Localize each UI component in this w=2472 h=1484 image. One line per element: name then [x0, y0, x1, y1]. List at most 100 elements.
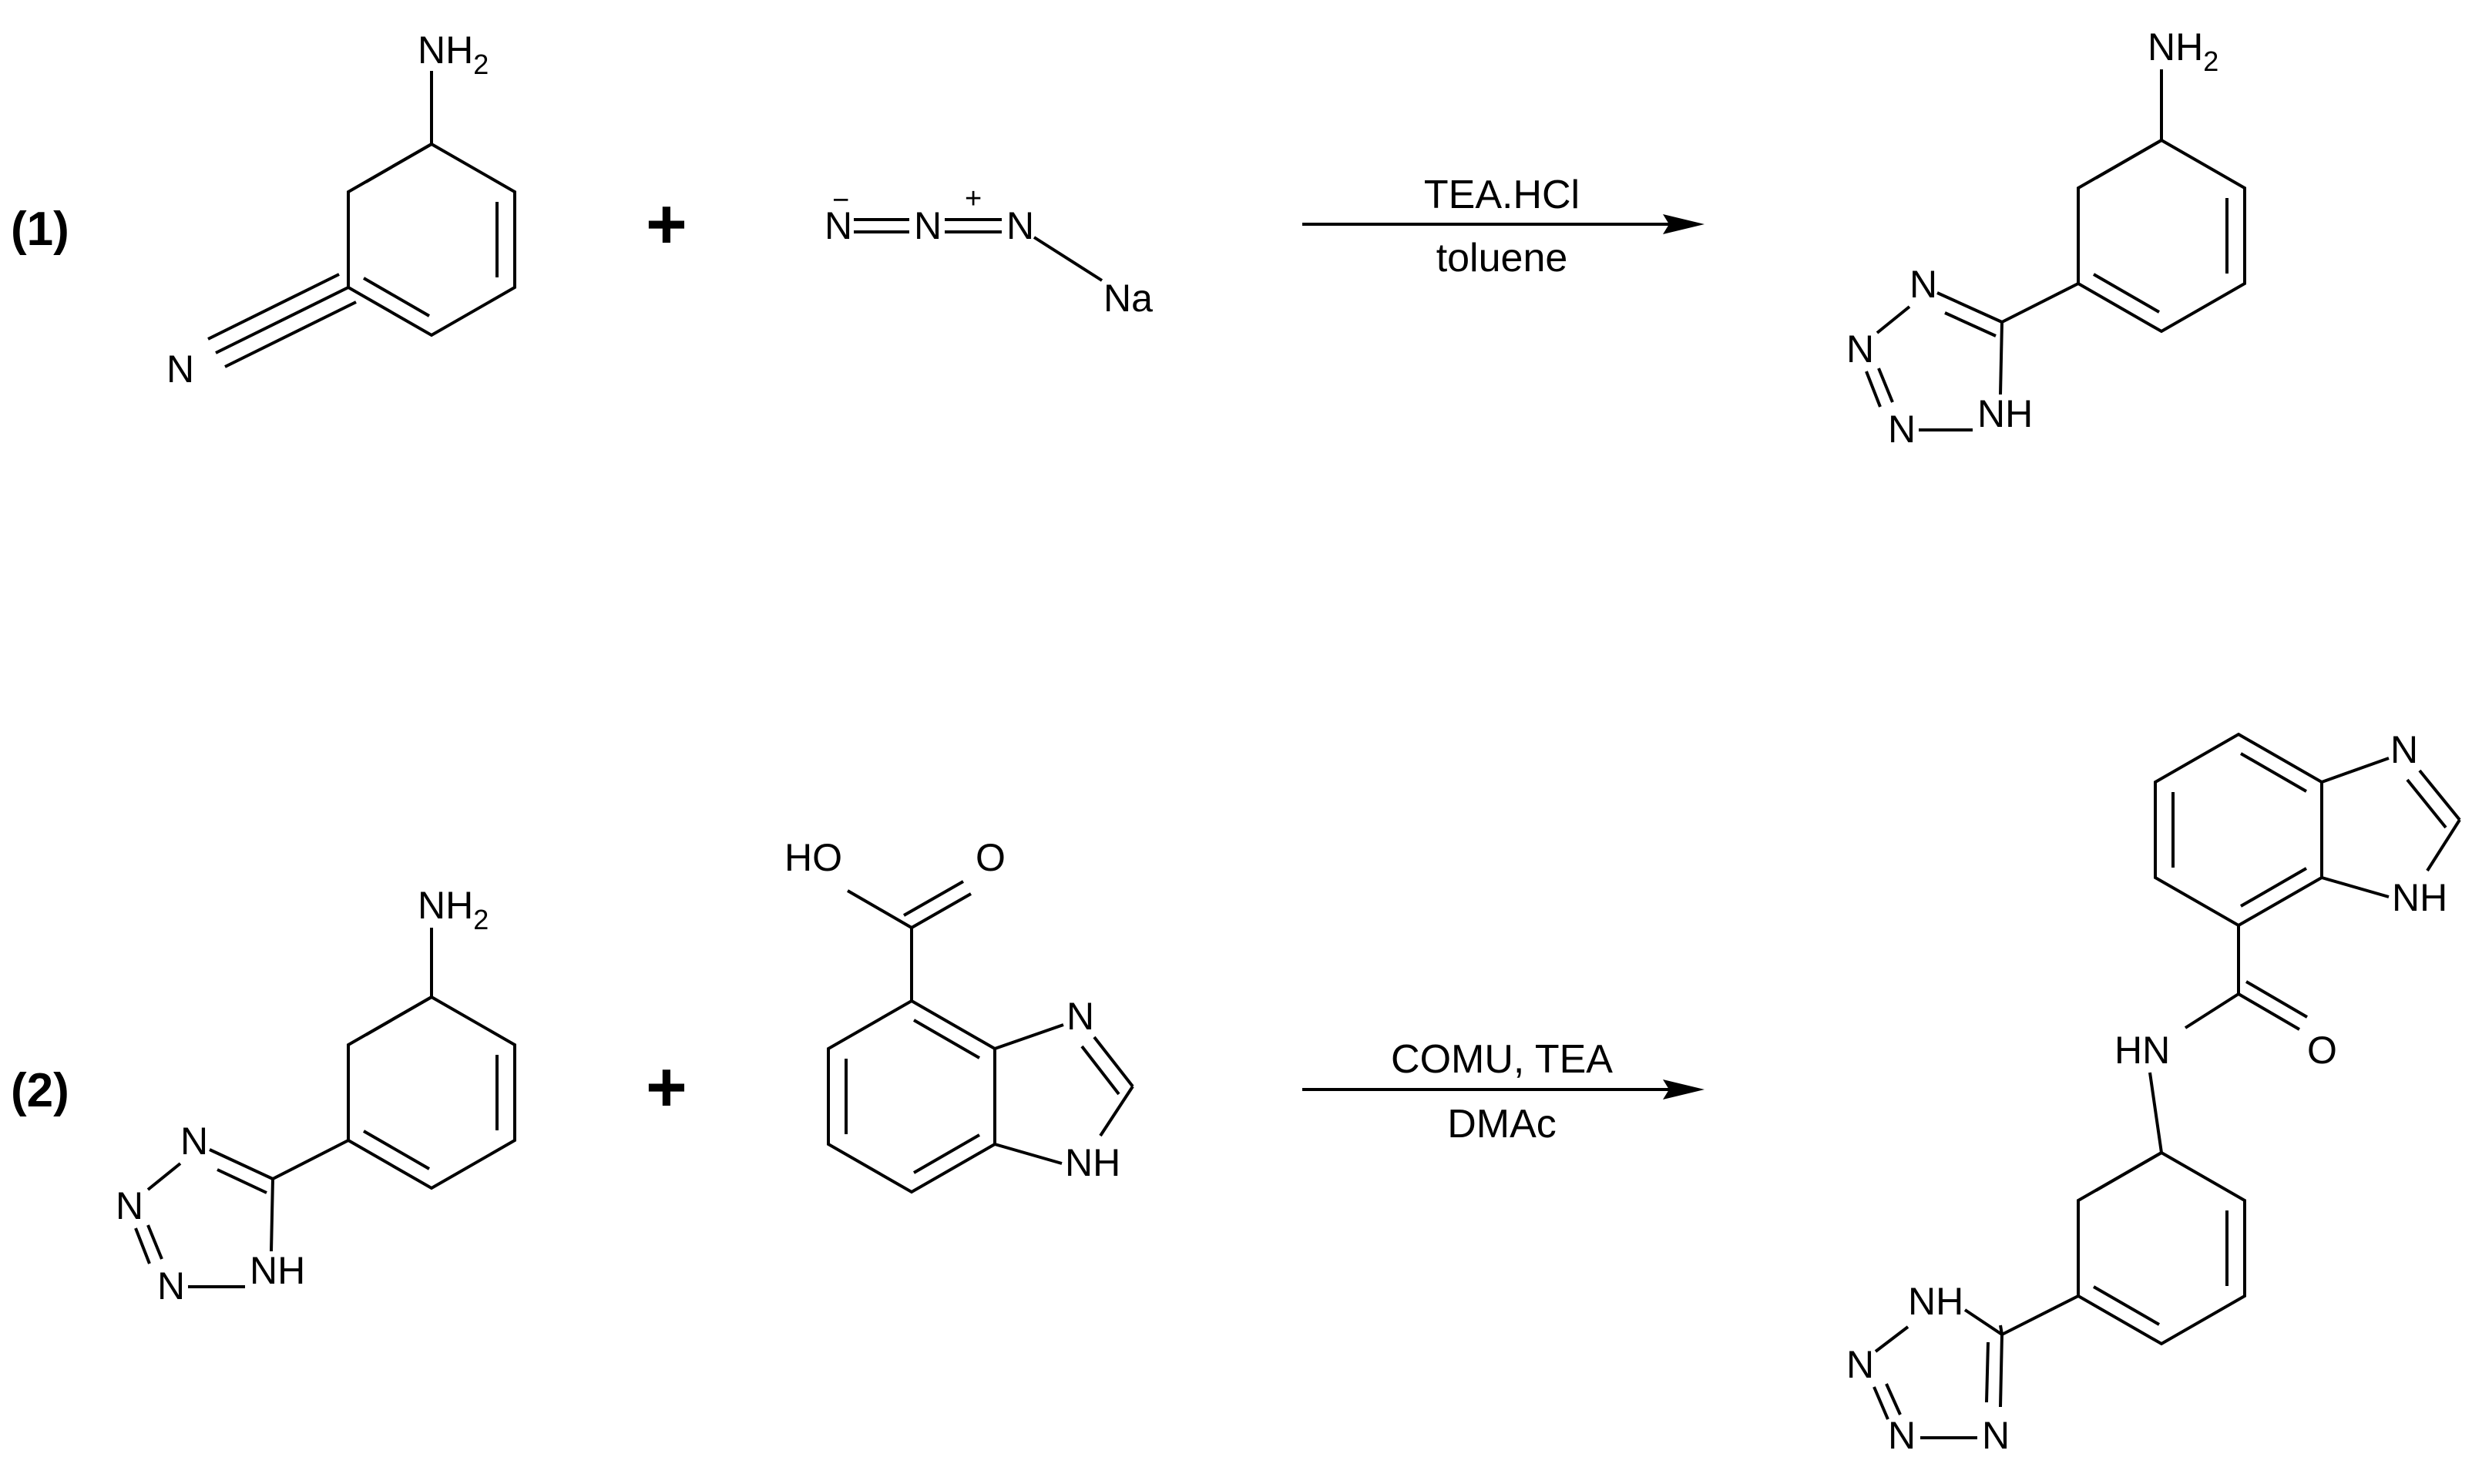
benzene-ring — [2154, 732, 2323, 928]
aromatic-bond — [2095, 1151, 2162, 1192]
imidazole-nh: NH — [1065, 1141, 1120, 1184]
azide-nitrogen-1: N — [825, 204, 852, 247]
negative-charge: − — [832, 184, 849, 217]
reaction-1-number: (1) — [11, 203, 69, 256]
tetrazole-n3: N — [1846, 327, 1874, 371]
benzene-ring — [2077, 1150, 2246, 1346]
c-o-double-bond — [903, 880, 964, 917]
arrowhead — [1663, 214, 1705, 234]
tetrazole-n3: N — [116, 1184, 143, 1227]
aromatic-bond — [2240, 752, 2307, 793]
imidazole-bond — [1099, 1085, 1134, 1137]
aromatic-bond — [913, 1133, 980, 1174]
amine-group: NH2 — [418, 884, 489, 935]
imidazole-n3: N — [1066, 995, 1094, 1038]
nitrile-bond — [207, 273, 340, 341]
tetrazole-bond — [209, 1148, 274, 1180]
imidazole-bond — [1093, 1036, 1134, 1088]
tetrazole-bond — [1872, 1386, 1889, 1420]
reaction-arrow-1: TEA.HCl toluene — [1302, 173, 1705, 280]
tetrazole-n4: N — [1909, 263, 1937, 306]
amine-group: NH2 — [2148, 25, 2218, 77]
nitrile-nitrogen: N — [166, 347, 194, 391]
product-2-benzimidazole-carboxamide: N NH O HN NH N N — [1846, 728, 2461, 1457]
imidazole-n3: N — [2390, 728, 2418, 771]
tetrazole-n4: N — [180, 1120, 208, 1163]
benzene-ring — [347, 142, 516, 337]
amide-oxygen: O — [2307, 1029, 2337, 1072]
reaction-2: (2) NH2 N N N NH + — [11, 728, 2461, 1457]
sodium: Na — [1103, 277, 1153, 320]
tetrazole-bond — [1963, 1308, 2003, 1336]
c-o-double-bond — [2245, 980, 2309, 1019]
arrowhead — [1663, 1079, 1705, 1100]
imidazole-double-bond — [2406, 778, 2447, 829]
plus-sign: + — [646, 1048, 687, 1126]
tetrazole-n2: N — [1846, 1343, 1874, 1386]
tetrazole-double-bond — [217, 1168, 267, 1194]
imidazole-bond — [2426, 818, 2461, 872]
reactant-tetrazolyl-aniline: NH2 N N N NH — [116, 884, 516, 1308]
solvent-below-arrow-2: DMAc — [1447, 1102, 1557, 1147]
tetrazole-n4: N — [1982, 1414, 2010, 1457]
tetrazole-double-bond — [1877, 368, 1894, 403]
tetrazole-double-bond — [1944, 311, 1997, 337]
reaction-1: (1) NH2 N + N − N + N Na — [11, 25, 2246, 451]
tetrazole-bond — [1876, 305, 1911, 334]
c-o-double-bond — [911, 892, 972, 929]
reagents-above-arrow-1: TEA.HCl — [1424, 173, 1580, 217]
aryl-tetrazole-bond — [272, 1139, 349, 1180]
imidazole-bond — [994, 1023, 1064, 1050]
aromatic-bond — [2240, 867, 2307, 908]
aromatic-bond — [363, 1130, 430, 1170]
c-n-bond — [2184, 992, 2240, 1029]
tetrazole-bond — [146, 1162, 182, 1191]
tetrazole-bond — [1999, 321, 2003, 395]
imidazole-double-bond — [1080, 1045, 1120, 1096]
tetrazole-nh: NH — [250, 1249, 305, 1292]
aromatic-bond — [2093, 273, 2160, 314]
aromatic-bond — [2093, 1285, 2160, 1326]
benzene-ring — [827, 999, 996, 1194]
n-aryl-bond — [2148, 1072, 2163, 1153]
imidazole-bond — [2321, 757, 2390, 784]
tetrazole-bond — [1999, 1334, 2003, 1408]
imidazole-bond — [2418, 769, 2461, 821]
benzene-ring — [2077, 138, 2246, 334]
aromatic-bond — [365, 995, 432, 1036]
tetrazole-bond — [1936, 291, 2003, 324]
tetrazole-double-bond — [1985, 1341, 1990, 1403]
imidazole-bond — [2321, 876, 2390, 898]
reaction-2-number: (2) — [11, 1064, 69, 1117]
plus-sign: + — [646, 185, 687, 264]
tetrazole-bond — [134, 1227, 151, 1264]
positive-charge: + — [965, 183, 982, 215]
nitrile-bond — [215, 286, 349, 354]
aromatic-bond — [913, 1019, 980, 1059]
carbonyl-oxygen: O — [976, 836, 1006, 879]
aryl-tetrazole-bond — [2001, 282, 2079, 324]
amine-group: NH2 — [418, 29, 489, 80]
product-1-tetrazolyl-aniline: NH2 N N N NH — [1846, 25, 2246, 451]
imidazole-bond — [994, 1143, 1063, 1165]
reactant-sodium-azide: N − N + N Na — [825, 183, 1153, 320]
reactant-3-aminobenzonitrile: NH2 N — [166, 29, 516, 391]
solvent-below-arrow-1: toluene — [1436, 236, 1568, 280]
amide-nh: HN — [2114, 1029, 2170, 1072]
tetrazole-bond — [1874, 1325, 1909, 1353]
reaction-arrow-2: COMU, TEA DMAc — [1302, 1037, 1705, 1147]
tetrazole-nh: NH — [1977, 392, 2033, 435]
c-oh-bond — [846, 889, 913, 929]
tetrazole-double-bond — [1885, 1383, 1902, 1415]
hydroxyl: HO — [784, 836, 842, 879]
tetrazole-double-bond — [146, 1224, 163, 1260]
reactant-benzimidazole-carboxylic-acid: HO O N NH — [784, 836, 1134, 1194]
tetrazole-bond — [270, 1178, 274, 1252]
reagents-above-arrow-2: COMU, TEA — [1391, 1037, 1613, 1082]
aryl-tetrazole-bond — [2001, 1294, 2079, 1336]
aromatic-bond — [2095, 139, 2162, 180]
nitrile-bond — [224, 300, 357, 368]
benzene-ring — [347, 995, 516, 1190]
tetrazole-n3: N — [1888, 1414, 1916, 1457]
